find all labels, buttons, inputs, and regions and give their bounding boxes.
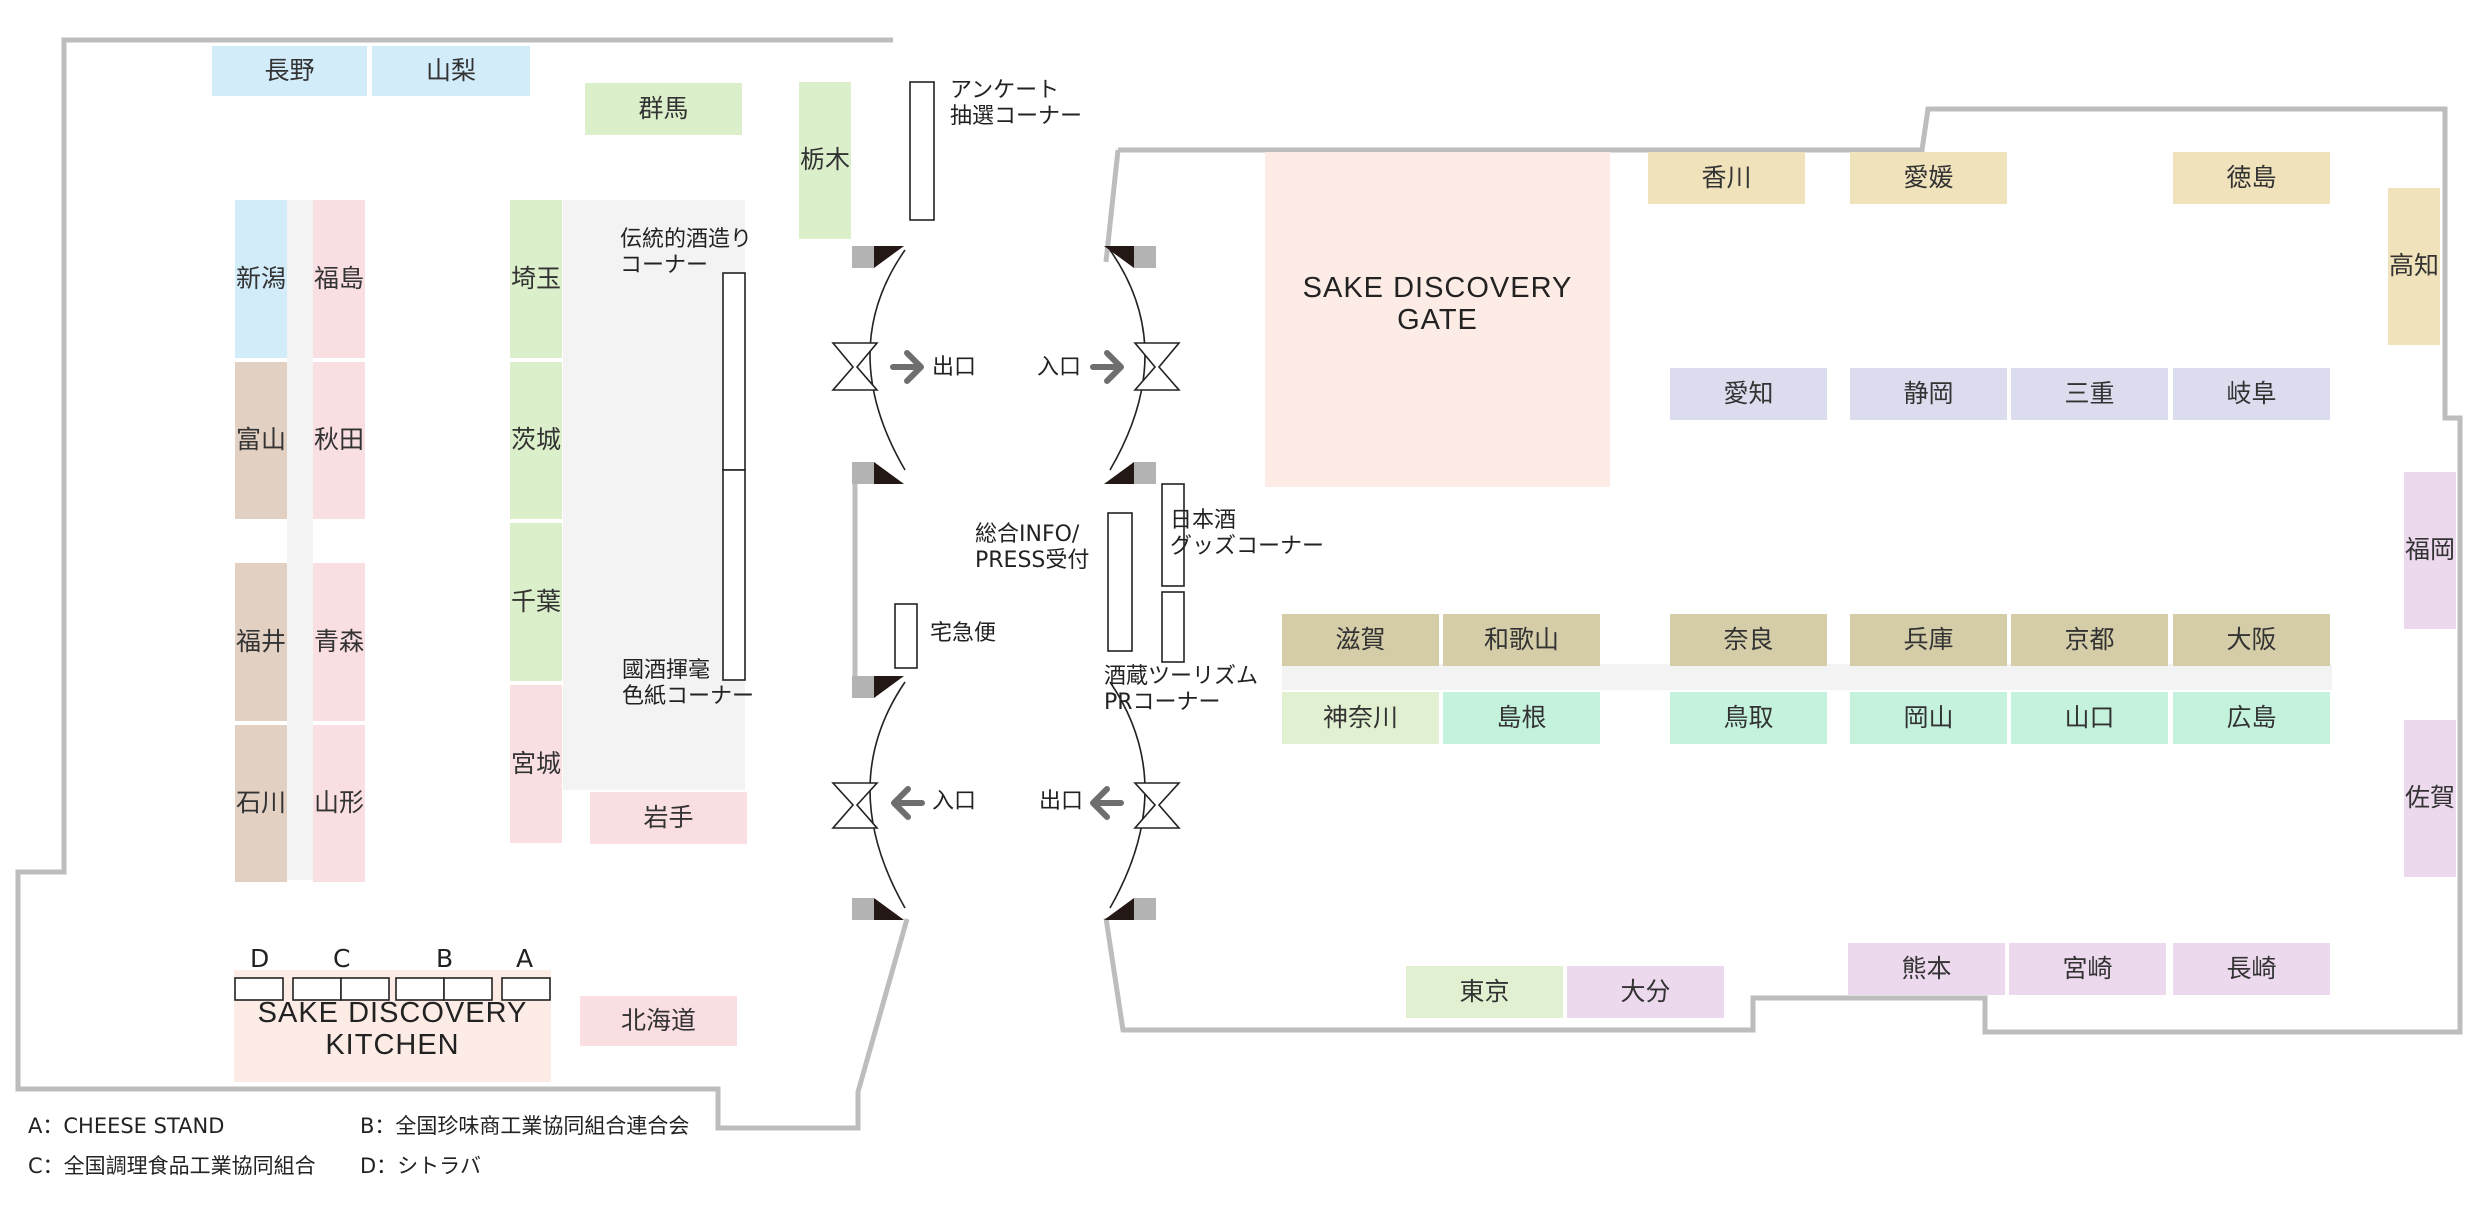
legend-c: C：全国調理食品工業協同組合 [28,1154,316,1178]
booth-shimane[interactable]: 島根 [1443,692,1600,744]
booth-kochi[interactable]: 高知 [2388,188,2440,345]
gate-label: SAKE DISCOVERY GATE [1302,271,1573,336]
booth-fukuoka[interactable]: 福岡 [2404,472,2456,629]
legend-a: A：CHEESE STAND [28,1114,225,1138]
kitchen-label: SAKE DISCOVERY KITCHEN [257,997,528,1061]
booth-shizuoka[interactable]: 静岡 [1850,368,2007,420]
booth-gifu[interactable]: 岐阜 [2173,368,2330,420]
booth-akita[interactable]: 秋田 [313,362,365,519]
booth-wakayama[interactable]: 和歌山 [1443,614,1600,666]
goods-counter [1161,483,1185,587]
booth-hyogo[interactable]: 兵庫 [1850,614,2007,666]
kitchen-stall-c-1 [292,977,342,1001]
entrance-left-label: 入口 [932,789,977,814]
booth-fukushima[interactable]: 福島 [313,200,365,358]
booth-hiroshima[interactable]: 広島 [2173,692,2330,744]
booth-chiba[interactable]: 千葉 [510,523,562,681]
booth-yamaguchi[interactable]: 山口 [2011,692,2168,744]
traditional-counter-bottom [722,469,746,681]
left-hall-wall [15,37,910,1131]
kitchen-stall-a [501,977,551,1001]
calligraphy-corner-label: 國酒揮毫 色紙コーナー [622,658,755,710]
booth-yamanashi[interactable]: 山梨 [372,46,530,96]
aisle-right-center [1282,664,2332,690]
kitchen-stall-b-1 [395,977,445,1001]
tourism-corner-label: 酒蔵ツーリズム PRコーナー [1104,664,1259,716]
booth-iwate[interactable]: 岩手 [590,792,747,844]
booth-nagano[interactable]: 長野 [212,46,367,96]
booth-yamagata[interactable]: 山形 [313,725,365,882]
booth-kyoto[interactable]: 京都 [2011,614,2168,666]
booth-miyagi[interactable]: 宮城 [510,685,562,843]
booth-tottori[interactable]: 鳥取 [1670,692,1827,744]
booth-ehime[interactable]: 愛媛 [1850,152,2007,204]
booth-mie[interactable]: 三重 [2011,368,2168,420]
booth-tokyo[interactable]: 東京 [1406,966,1563,1018]
booth-tochigi[interactable]: 栃木 [799,82,851,239]
kitchen-stall-b-2 [443,977,493,1001]
booth-kanagawa[interactable]: 神奈川 [1282,692,1439,744]
kitchen-stall-d [234,977,284,1001]
door-exit-right [1109,681,1181,909]
booth-hokkaido[interactable]: 北海道 [580,996,737,1046]
booth-fukui[interactable]: 福井 [235,563,287,721]
sake-discovery-gate[interactable]: SAKE DISCOVERY GATE [1265,152,1610,487]
sake-discovery-kitchen[interactable]: SAKE DISCOVERY KITCHEN [234,970,551,1082]
booth-osaka[interactable]: 大阪 [2173,614,2330,666]
aisle-traditional-area [563,200,745,790]
goods-corner-label: 日本酒 グッズコーナー [1170,508,1325,560]
booth-kagawa[interactable]: 香川 [1648,152,1805,204]
booth-nara[interactable]: 奈良 [1670,614,1827,666]
kitchen-stall-label-b: B [436,944,454,973]
legend-d: D：シトラバ [360,1154,481,1178]
exit-left-label: 出口 [932,355,977,380]
arrow-entrance-left-icon [891,786,925,820]
center-partition-wall [1103,149,1121,263]
door-exit-left [831,249,906,471]
booth-gunma[interactable]: 群馬 [585,83,742,135]
kitchen-stall-label-a: A [516,944,534,973]
exit-right-label: 出口 [1039,789,1084,814]
booth-toyama[interactable]: 富山 [235,362,287,519]
delivery-counter [894,603,918,669]
booth-saga[interactable]: 佐賀 [2404,720,2456,877]
booth-miyazaki[interactable]: 宮崎 [2009,943,2166,995]
booth-saitama[interactable]: 埼玉 [510,200,562,358]
booth-ibaraki[interactable]: 茨城 [510,362,562,519]
arrow-exit-right-icon [1090,786,1124,820]
booth-niigata[interactable]: 新潟 [235,200,287,358]
booth-aichi[interactable]: 愛知 [1670,368,1827,420]
kitchen-stall-label-c: C [333,944,351,973]
door-entrance-right [1109,249,1181,471]
booth-shiga[interactable]: 滋賀 [1282,614,1439,666]
door-entrance-left [831,681,906,909]
tourism-counter [1161,591,1185,663]
booth-okayama[interactable]: 岡山 [1850,692,2007,744]
arrow-exit-left-icon [890,350,924,384]
arrow-entrance-right-icon [1090,350,1124,384]
kitchen-stall-label-d: D [250,944,270,973]
booth-tokushima[interactable]: 徳島 [2173,152,2330,204]
traditional-corner-label: 伝統的酒造り コーナー [620,227,753,279]
legend-b: B：全国珍味商工業協同組合連合会 [360,1114,690,1138]
door-posts [852,246,1156,920]
survey-counter [909,81,935,221]
booth-kumamoto[interactable]: 熊本 [1848,943,2005,995]
info-press-label: 総合INFO/ PRESS受付 [975,522,1090,574]
entrance-right-label: 入口 [1037,355,1082,380]
kitchen-stall-c-2 [340,977,390,1001]
info-counter [1107,512,1133,652]
booth-nagasaki[interactable]: 長崎 [2173,943,2330,995]
right-hall-wall [1103,106,2463,1035]
delivery-label: 宅急便 [930,621,997,646]
aisle-left-column [287,200,313,880]
booth-oita[interactable]: 大分 [1567,966,1724,1018]
booth-aomori[interactable]: 青森 [313,563,365,721]
booth-ishikawa[interactable]: 石川 [235,725,287,882]
survey-corner-label: アンケート 抽選コーナー [950,78,1083,130]
